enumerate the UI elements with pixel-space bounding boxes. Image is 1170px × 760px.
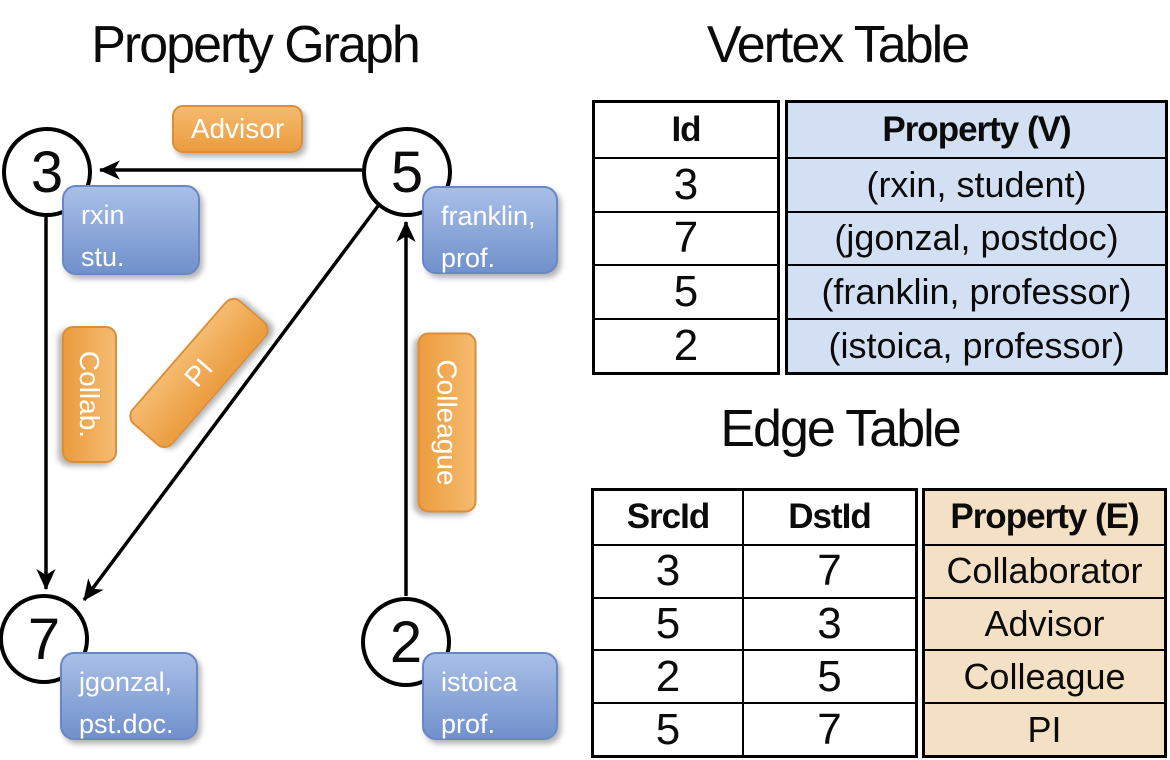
table-cell: (jgonzal, postdoc)	[788, 210, 1165, 265]
vertex-property-line: istoica	[441, 667, 518, 697]
vertex-property-line: jgonzal,	[79, 667, 173, 697]
edge-table-id-columns: SrcId DstId 3 7 5 3 2 5 5 7	[591, 488, 918, 758]
vertex-property-line: prof.	[441, 243, 496, 273]
edge-label-collab: Collab.	[62, 326, 117, 463]
edge-label-pi: PI	[124, 293, 274, 453]
edge-label-text: PI	[178, 352, 220, 393]
node-id: 5	[390, 139, 424, 205]
edge-label-text: Colleague	[432, 359, 463, 486]
vertex-table-title: Vertex Table	[706, 16, 970, 74]
vertex-table-header-id: Id	[671, 109, 701, 149]
table-cell: 7	[742, 543, 915, 597]
edge-table-header-srcid: SrcId	[626, 497, 711, 537]
property-graph-title: Property Graph	[91, 16, 421, 74]
vertex-property-box-jgonzal: jgonzal, pst.doc.	[60, 652, 198, 740]
table-cell: 5	[742, 649, 915, 703]
edge-label-text: Advisor	[190, 113, 285, 144]
table-cell: 3	[742, 596, 915, 650]
table-cell: PI	[925, 702, 1164, 755]
table-cell: 2	[594, 649, 742, 702]
graph-node-5: 5	[362, 127, 452, 217]
vertex-property-line: franklin,	[441, 201, 536, 231]
table-cell: 3	[595, 156, 777, 211]
table-cell: 3	[594, 543, 742, 597]
vertex-property-line: prof.	[441, 709, 496, 739]
edge-label-colleague: Colleague	[417, 332, 477, 513]
edge-label-advisor: Advisor	[172, 105, 303, 153]
node-id: 2	[389, 609, 423, 675]
edge-table-property-column: Property (E) Collaborator Advisor Collea…	[922, 488, 1167, 758]
table-cell: 7	[595, 210, 777, 265]
vertex-property-box-istoica: istoica prof.	[422, 652, 558, 740]
edge-table-title: Edge Table	[720, 400, 961, 458]
table-cell: Advisor	[925, 596, 1164, 650]
edge-table-header-dstid: DstId	[742, 491, 915, 544]
vertex-property-box-rxin: rxin stu.	[62, 185, 200, 275]
table-cell: 7	[742, 702, 915, 755]
table-cell: (rxin, student)	[788, 156, 1165, 211]
vertex-table-property-column: Property (V) (rxin, student) (jgonzal, p…	[785, 100, 1168, 375]
table-cell: 5	[594, 702, 742, 755]
vertex-property-box-franklin: franklin, prof.	[422, 186, 558, 274]
vertex-table-header-property: Property (V)	[788, 103, 1165, 157]
edge-table-header-property: Property (E)	[925, 491, 1164, 544]
vertex-table-id-column: Id 3 7 5 2	[592, 100, 780, 375]
vertex-property-line: stu.	[81, 242, 125, 272]
table-cell: 2	[595, 318, 777, 372]
table-cell: (franklin, professor)	[788, 264, 1165, 319]
node-id: 7	[27, 606, 61, 672]
table-cell: (istoica, professor)	[788, 318, 1165, 372]
edge-label-text: Collab.	[74, 350, 106, 439]
table-cell: 5	[594, 596, 742, 650]
vertex-property-line: pst.doc.	[79, 709, 174, 739]
table-cell: 5	[595, 264, 777, 318]
node-id: 3	[30, 139, 64, 205]
vertex-property-line: rxin	[81, 200, 125, 230]
table-cell: Colleague	[925, 649, 1164, 703]
graph-node-3: 3	[2, 127, 92, 217]
table-cell: Collaborator	[925, 543, 1164, 597]
